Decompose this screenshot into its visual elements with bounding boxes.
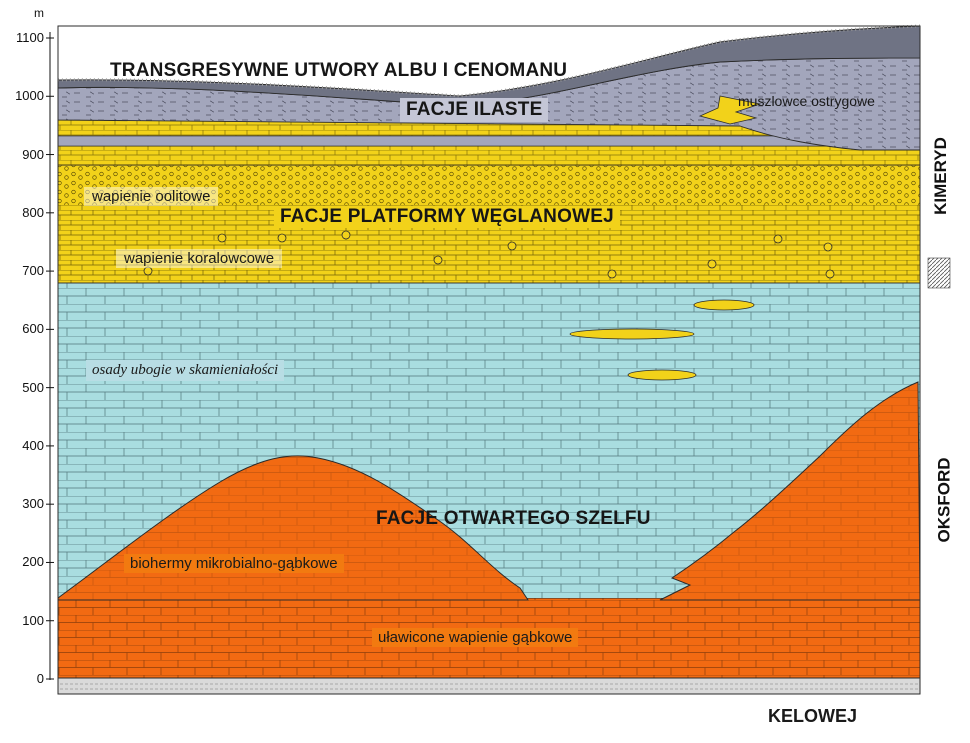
axis-tick-label: 800 [22, 204, 44, 220]
label-facje-szelfu: FACJE OTWARTEGO SZELFU [376, 508, 651, 529]
axis-tick-label: 200 [22, 554, 44, 570]
axis-tick-label: 700 [22, 263, 44, 279]
section-frame [57, 25, 921, 695]
axis-tick-label: 100 [22, 612, 44, 628]
label-alb-cenoman: TRANSGRESYWNE UTWORY ALBU I CENOMANU [110, 60, 568, 81]
depth-axis-tick-marks [46, 37, 54, 680]
axis-unit: m [34, 6, 44, 20]
lens-1 [693, 299, 755, 311]
coral-markers [143, 230, 835, 279]
basement-texture [60, 683, 920, 690]
axis-tick-label: 500 [22, 379, 44, 395]
label-wapienie-koralowcowe: wapienie koralowcowe [116, 249, 283, 268]
axis-tick-label: 400 [22, 437, 44, 453]
axis-tick-label: 300 [22, 496, 44, 512]
basement-layer [57, 677, 921, 695]
axis-tick-label: 900 [22, 146, 44, 162]
axis-tick-label: 1000 [15, 88, 44, 104]
lens-3 [627, 369, 697, 381]
label-biohermy: biohermy mikrobialno-gąbkowe [124, 554, 344, 573]
oyster-wedge [698, 95, 762, 125]
axis-tick-label: 1100 [16, 30, 44, 45]
label-osady-ubogie: osady ubogie w skamieniałości [86, 360, 285, 381]
axis-tick-label: 0 [36, 671, 44, 686]
label-facje-platformy: FACJE PLATFORMY WĘGLANOWEJ [274, 206, 620, 228]
label-facje-ilaste: FACJE ILASTE [400, 98, 549, 122]
label-ulawicone: uławicone wapienie gąbkowe [372, 628, 579, 647]
stage-label-oksford: OKSFORD [934, 457, 954, 543]
label-muszlowce: muszlowce ostrygowe [738, 93, 875, 109]
label-wapienie-oolitowe: wapienie oolitowe [84, 187, 219, 206]
stage-label-kimeryd: KIMERYD [930, 137, 950, 215]
stage-boundary-hatch [927, 257, 951, 289]
lens-2 [569, 328, 695, 340]
axis-tick-label: 600 [22, 321, 44, 337]
stage-label-kelowej: KELOWEJ [768, 706, 858, 726]
